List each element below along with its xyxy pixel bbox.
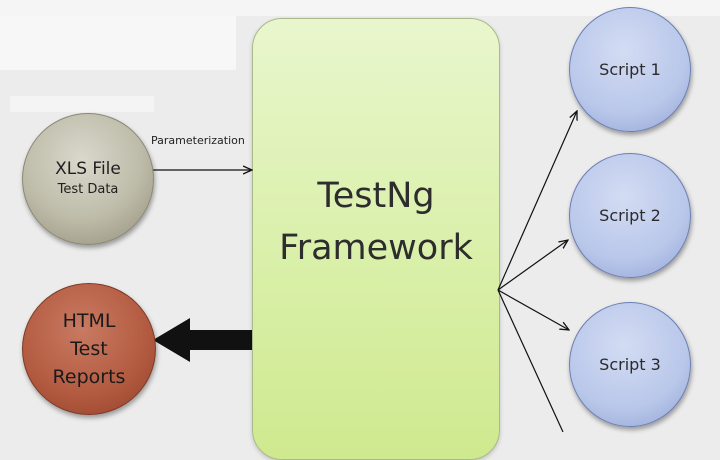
background-band-left [10,96,154,112]
script-3-label: Script 3 [599,355,661,374]
arrow-to-script-2 [497,240,568,291]
parameterization-label: Parameterization [151,134,245,147]
html-reports-line1: HTML [62,310,116,332]
script-1-label: Script 1 [599,60,661,79]
background-top [0,0,720,16]
arrow-to-script-3 [497,289,569,330]
framework-title: TestNg Framework [252,170,500,274]
xls-file-node: XLS File Test Data [22,113,154,245]
framework-title-line1: TestNg [317,176,435,216]
arrow-to-script-1 [497,111,577,291]
html-reports-line2: Test [70,338,108,360]
html-reports-node: HTML Test Reports [22,283,156,415]
arrow-to-script-4 [497,289,564,432]
connector-layer [153,0,720,432]
html-reports-line3: Reports [52,366,126,388]
script-2-label: Script 2 [599,206,661,225]
report-output-arrow [153,318,252,362]
testng-framework-box [252,18,500,460]
script-2-node: Script 2 [569,153,691,278]
test-data-label: Test Data [57,182,119,197]
xls-file-label: XLS File [55,159,121,179]
framework-title-line2: Framework [279,228,473,268]
script-3-node: Script 3 [569,302,691,427]
script-1-node: Script 1 [569,7,691,132]
